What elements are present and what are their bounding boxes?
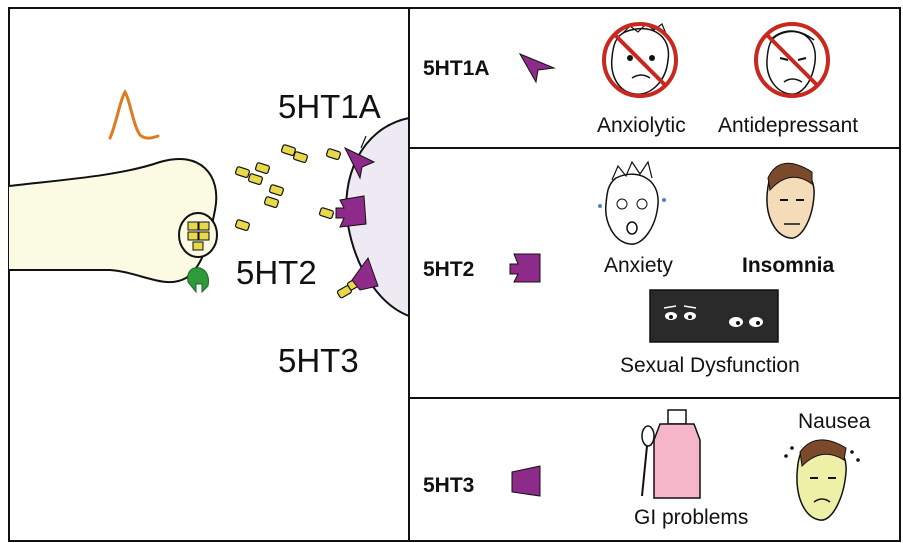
effect-label: Nausea <box>798 410 871 433</box>
synaptic-vesicle-icon <box>179 213 217 257</box>
effect-label: Insomnia <box>742 254 835 277</box>
receptor-name: 5HT2 <box>423 258 474 281</box>
receptor-name: 5HT3 <box>423 474 474 497</box>
effect-label: Antidepressant <box>718 114 858 137</box>
synapse-label-5ht1a: 5HT1A <box>278 88 381 125</box>
synapse-label-5ht2: 5HT2 <box>236 254 317 291</box>
effect-label: GI problems <box>634 506 748 529</box>
effect-label: Anxiety <box>604 254 673 277</box>
sexual-dysfunction-icon <box>650 290 778 342</box>
effect-label: Anxiolytic <box>597 114 686 137</box>
effect-label: Sexual Dysfunction <box>620 354 800 377</box>
anxious-face-prohibited-icon <box>604 24 676 96</box>
synapse-label-5ht3: 5HT3 <box>278 342 359 379</box>
receptor-name: 5HT1A <box>423 57 490 80</box>
